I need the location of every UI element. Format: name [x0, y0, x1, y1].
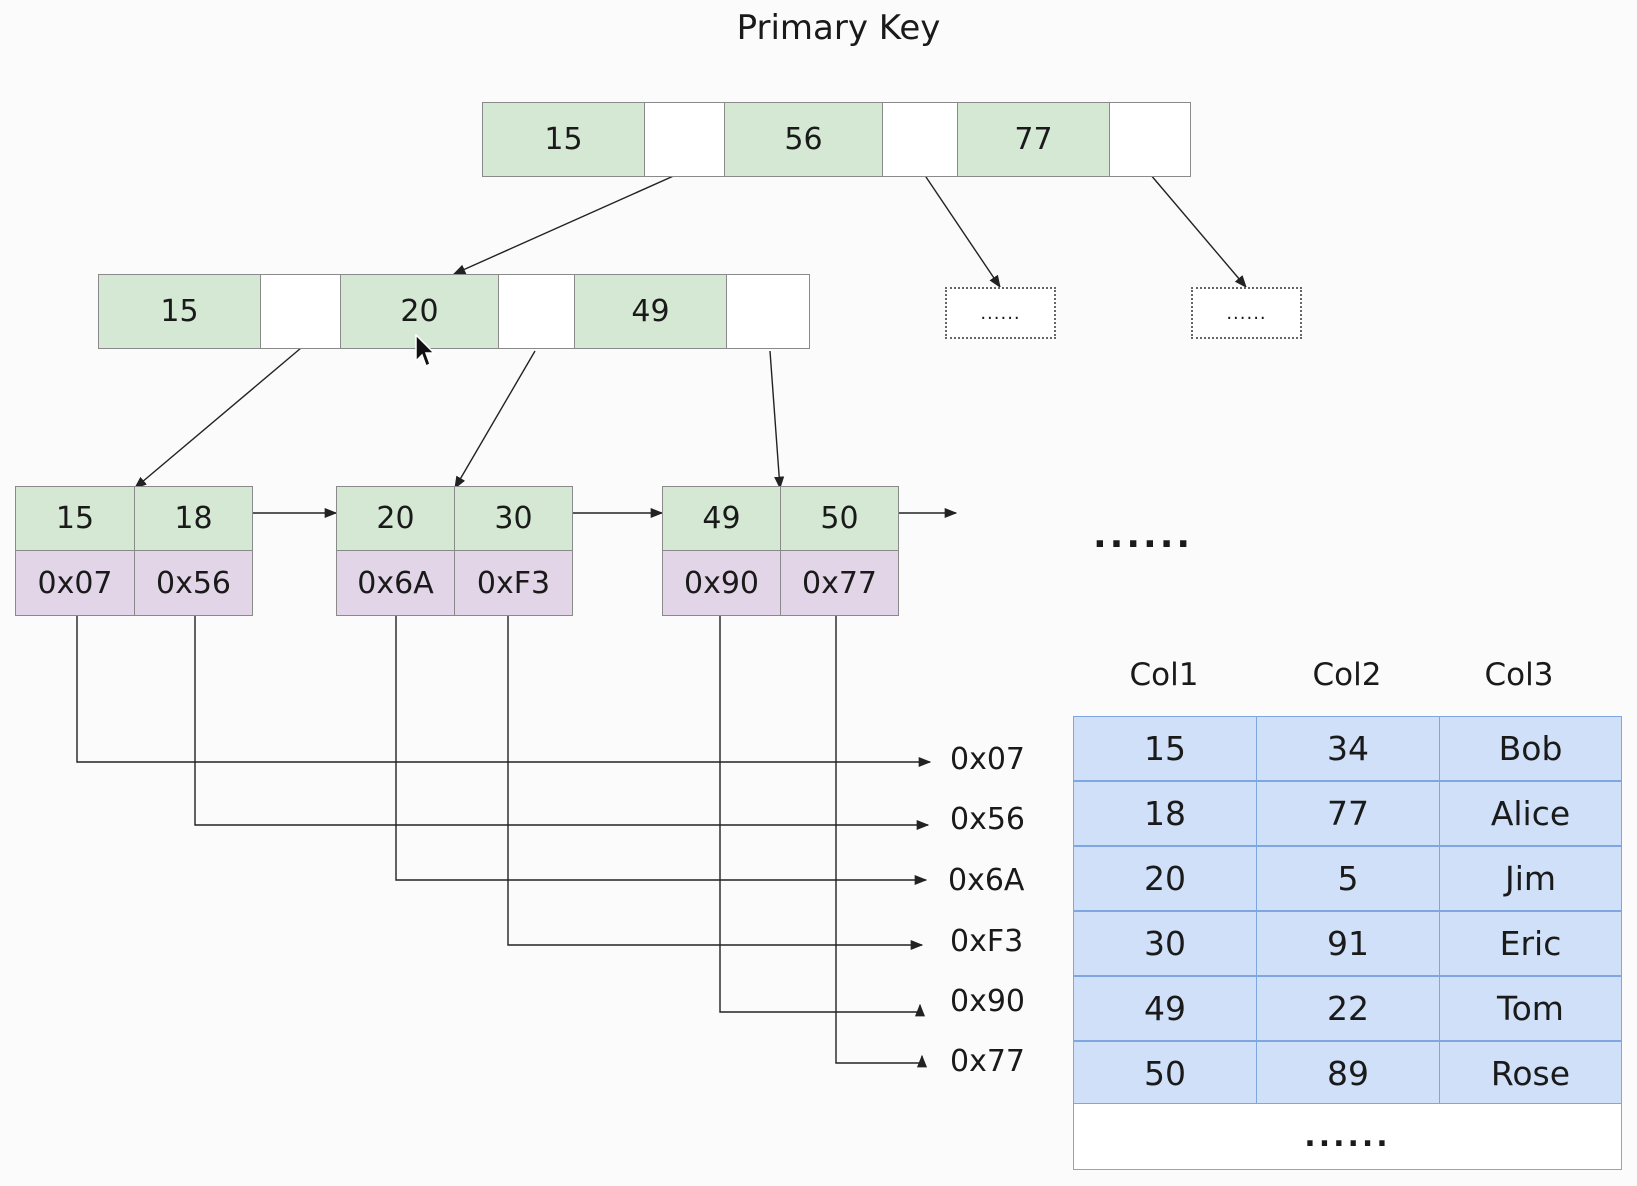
table-cell-r3-c3: Jim	[1439, 846, 1622, 911]
table-cell-r1-c2: 34	[1256, 716, 1440, 781]
root-to-placeholder1-arrow	[923, 173, 1001, 289]
table-cell-r6-c2: 89	[1256, 1041, 1440, 1106]
pointer-0x56-line	[194, 612, 930, 831]
table-cell-r3-c2: 5	[1256, 846, 1440, 911]
internal-pointer-3	[726, 274, 810, 349]
root-key-1: 15	[482, 102, 645, 177]
table-cell-r5-c2: 22	[1256, 976, 1440, 1041]
col-header-1: Col1	[1129, 657, 1199, 693]
pointer-0x07-line	[76, 616, 932, 768]
leaf3-key-1: 49	[662, 486, 781, 551]
pointer-0xF3-line	[507, 612, 924, 951]
address-label-4: 0xF3	[950, 924, 1024, 959]
leaf2-key-1: 20	[336, 486, 455, 551]
table-cell-r2-c2: 77	[1256, 781, 1440, 846]
placeholder-node-1: ......	[945, 287, 1056, 339]
leaf2-addr-2: 0xF3	[454, 550, 573, 616]
internal-pointer-2	[498, 274, 575, 349]
address-label-2: 0x56	[950, 802, 1026, 837]
table-cell-r2-c3: Alice	[1439, 781, 1622, 846]
leaf2-key-2: 30	[454, 486, 573, 551]
leaf1-key-2: 18	[134, 486, 253, 551]
root-pointer-2	[882, 102, 958, 177]
internal-key-2: 20	[340, 274, 499, 349]
internal-pointer-1	[260, 274, 341, 349]
internal-to-leaf3-arrow	[769, 350, 785, 490]
root-pointer-1	[644, 102, 725, 177]
internal-key-3: 49	[574, 274, 727, 349]
table-cell-r4-c1: 30	[1073, 911, 1257, 976]
mouse-cursor-icon	[415, 334, 436, 368]
placeholder-node-2: ......	[1191, 287, 1302, 339]
leaf3-addr-2: 0x77	[780, 550, 899, 616]
table-cell-r5-c3: Tom	[1439, 976, 1622, 1041]
root-key-2: 56	[724, 102, 883, 177]
table-more-rows: ......	[1073, 1103, 1622, 1170]
table-cell-r4-c2: 91	[1256, 911, 1440, 976]
leaf3-addr-1: 0x90	[662, 550, 781, 616]
leaf3-key-2: 50	[780, 486, 899, 551]
leaf1-addr-2: 0x56	[134, 550, 253, 616]
table-cell-r1-c1: 15	[1073, 716, 1257, 781]
table-cell-r6-c1: 50	[1073, 1041, 1257, 1106]
pointer-0x6A-line	[395, 612, 928, 886]
address-label-3: 0x6A	[948, 863, 1025, 898]
pointer-0x77-line	[835, 612, 928, 1068]
leaf-ellipsis: ......	[1093, 515, 1194, 556]
leaf1-key-1: 15	[15, 486, 135, 551]
leaf1-addr-1: 0x07	[15, 550, 135, 616]
table-cell-r2-c1: 18	[1073, 781, 1257, 846]
internal-key-1: 15	[98, 274, 261, 349]
pointer-0x90-line	[719, 612, 926, 1017]
table-cell-r4-c3: Eric	[1439, 911, 1622, 976]
table-cell-r3-c1: 20	[1073, 846, 1257, 911]
root-to-placeholder2-arrow	[1149, 173, 1247, 288]
address-label-5: 0x90	[950, 984, 1026, 1019]
internal-to-leaf1-arrow	[134, 347, 302, 489]
col-header-2: Col2	[1312, 657, 1382, 693]
table-cell-r5-c1: 49	[1073, 976, 1257, 1041]
address-label-1: 0x07	[950, 742, 1026, 777]
table-cell-r6-c3: Rose	[1439, 1041, 1622, 1106]
root-key-3: 77	[957, 102, 1110, 177]
leaf2-addr-1: 0x6A	[336, 550, 455, 616]
address-label-6: 0x77	[950, 1044, 1026, 1079]
table-cell-r1-c3: Bob	[1439, 716, 1622, 781]
page-title: Primary Key	[736, 8, 941, 48]
root-to-internal-arrow	[452, 173, 679, 275]
root-pointer-3	[1109, 102, 1191, 177]
col-header-3: Col3	[1484, 657, 1554, 693]
internal-to-leaf2-arrow	[454, 350, 536, 490]
